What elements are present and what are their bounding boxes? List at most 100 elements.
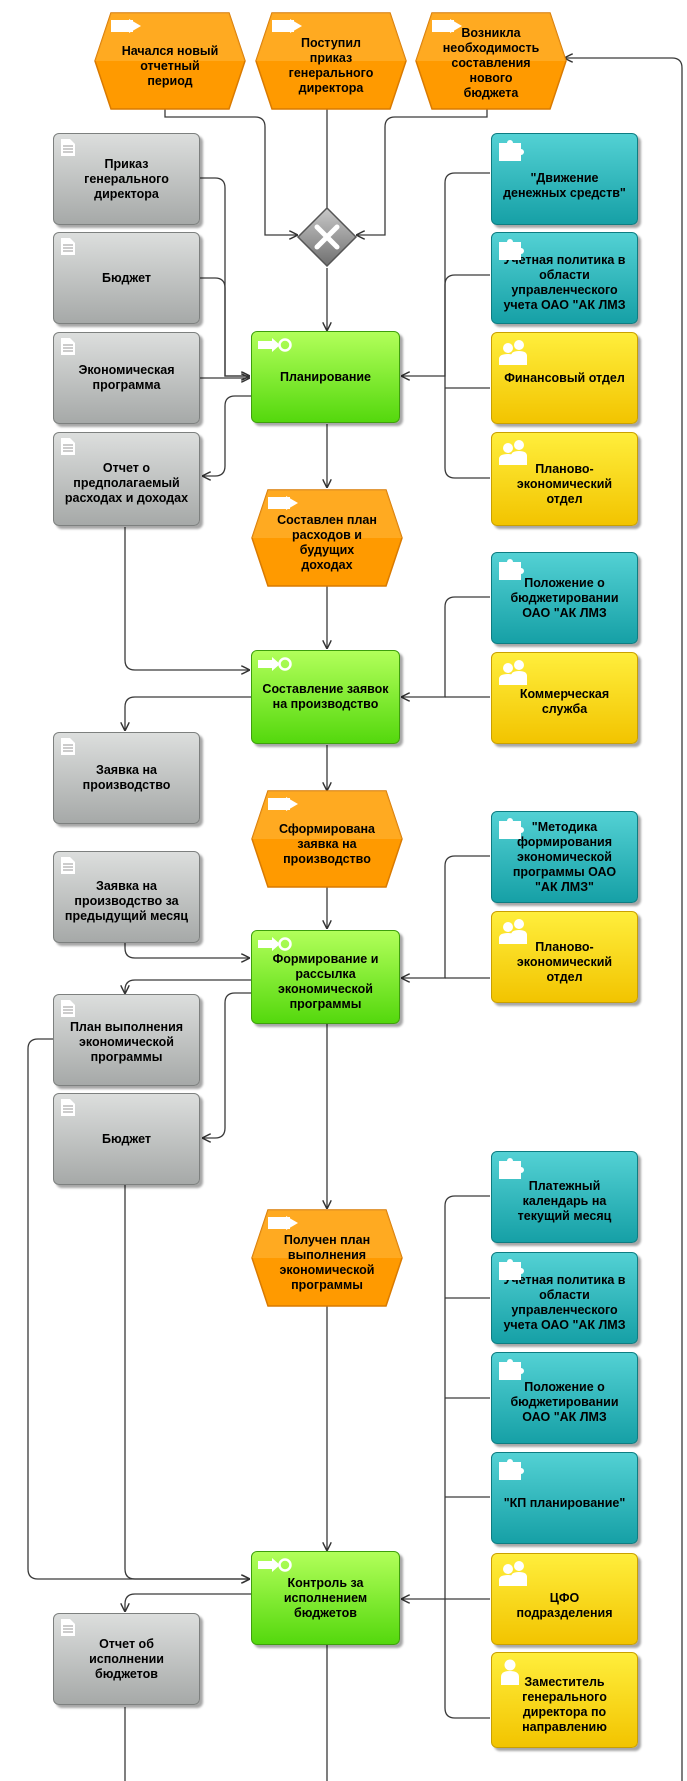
puzzle-icon xyxy=(499,1358,529,1380)
event-plan-received[interactable]: Получен план выполнения экономической пр… xyxy=(251,1209,403,1307)
doc-expense-report[interactable]: Отчет о предполагаемый расходах и дохода… xyxy=(53,432,200,526)
org-deputy-director[interactable]: Заместитель генерального директора по на… xyxy=(491,1652,638,1748)
org-planning-dept-2[interactable]: Планово- экономический отдел xyxy=(491,911,638,1003)
doc-production-request[interactable]: Заявка на производство xyxy=(53,732,200,824)
puzzle-icon xyxy=(499,139,529,161)
info-kp-planning[interactable]: "КП планирование" xyxy=(491,1452,638,1544)
info-budget-regulation-1-label: Положение о бюджетировании ОАО "АК ЛМЗ xyxy=(510,575,619,620)
doc-director-order[interactable]: Приказ генерального директора xyxy=(53,133,200,225)
org-cfo-unit[interactable]: ЦФО подразделения xyxy=(491,1553,638,1645)
doc-budget-2-label: Бюджет xyxy=(101,1131,152,1146)
puzzle-icon xyxy=(499,1258,529,1280)
info-payment-calendar[interactable]: Платежный календарь на текущий месяц xyxy=(491,1151,638,1243)
gear-arrow-icon xyxy=(258,656,292,672)
document-icon xyxy=(61,1099,75,1116)
info-methodology[interactable]: "Методика формирования экономической про… xyxy=(491,811,638,903)
arrow-flag-icon xyxy=(111,19,141,33)
event-new-budget-needed[interactable]: Возникла необходимость составления новог… xyxy=(415,12,567,110)
event-plan-made[interactable]: Составлен план расходов и будущих дохода… xyxy=(251,489,403,587)
people-icon xyxy=(498,1560,528,1586)
xor-gateway[interactable] xyxy=(296,206,358,268)
org-deputy-director-label: Заместитель генерального директора по на… xyxy=(522,1675,607,1734)
puzzle-icon xyxy=(499,1458,529,1480)
puzzle-icon xyxy=(499,1157,529,1179)
org-finance-dept[interactable]: Финансовый отдел xyxy=(491,332,638,424)
doc-production-request-label: Заявка на производство xyxy=(82,763,171,792)
info-methodology-label: "Методика формирования экономической про… xyxy=(512,819,617,894)
org-commercial-service[interactable]: Коммерческая служба xyxy=(491,652,638,744)
doc-expense-report-label: Отчет о предполагаемый расходах и дохода… xyxy=(64,460,189,505)
xor-icon xyxy=(296,206,358,268)
org-planning-dept-1-label: Планово- экономический отдел xyxy=(516,461,613,506)
doc-prev-month-request-label: Заявка на производство за предыдущий мес… xyxy=(64,878,189,923)
doc-econ-program[interactable]: Экономическая программа xyxy=(53,332,200,424)
people-icon xyxy=(498,659,528,685)
event-request-formed[interactable]: Сформирована заявка на производство xyxy=(251,790,403,888)
document-icon xyxy=(61,1619,75,1636)
arrow-flag-icon xyxy=(272,19,302,33)
puzzle-icon xyxy=(499,238,529,260)
gear-arrow-icon xyxy=(258,337,292,353)
doc-execution-report[interactable]: Отчет об исполнении бюджетов xyxy=(53,1613,200,1705)
document-icon xyxy=(61,338,75,355)
function-econ-program[interactable]: Формирование и рассылка экономической пр… xyxy=(251,930,400,1024)
doc-program-plan[interactable]: План выполнения экономической программы xyxy=(53,994,200,1086)
info-accounting-policy-2-label: Учетная политика в области управленческо… xyxy=(503,1273,626,1332)
document-icon xyxy=(61,238,75,255)
event-plan-received-label: Получен план выполнения экономической пр… xyxy=(279,1233,375,1292)
doc-director-order-label: Приказ генерального директора xyxy=(84,156,169,201)
document-icon xyxy=(61,438,75,455)
arrow-flag-icon xyxy=(268,797,298,811)
info-accounting-policy-2[interactable]: Учетная политика в области управленческо… xyxy=(491,1252,638,1344)
info-budget-regulation-2[interactable]: Положение о бюджетировании ОАО "АК ЛМЗ xyxy=(491,1352,638,1444)
org-cfo-unit-label: ЦФО подразделения xyxy=(516,1591,613,1620)
doc-budget-2[interactable]: Бюджет xyxy=(53,1093,200,1185)
function-production-requests[interactable]: Составление заявок на производство xyxy=(251,650,400,744)
puzzle-icon xyxy=(499,817,529,839)
arrow-flag-icon xyxy=(268,1216,298,1230)
event-director-order-label: Поступил приказ генерального директора xyxy=(288,36,374,95)
document-icon xyxy=(61,857,75,874)
arrow-flag-icon xyxy=(432,19,462,33)
document-icon xyxy=(61,1000,75,1017)
document-icon xyxy=(61,139,75,156)
function-planning[interactable]: Планирование xyxy=(251,331,400,423)
event-new-period[interactable]: Начался новый отчетный период xyxy=(94,12,246,110)
function-econ-program-label: Формирование и рассылка экономической пр… xyxy=(272,952,379,1011)
info-cash-flow-label: "Движение денежных средств" xyxy=(503,171,626,200)
people-icon xyxy=(498,918,528,944)
puzzle-icon xyxy=(499,558,529,580)
info-budget-regulation-2-label: Положение о бюджетировании ОАО "АК ЛМЗ xyxy=(510,1379,619,1424)
org-finance-dept-label: Финансовый отдел xyxy=(504,370,625,385)
gear-arrow-icon xyxy=(258,936,292,952)
arrow-flag-icon xyxy=(268,496,298,510)
event-request-formed-label: Сформирована заявка на производство xyxy=(279,821,375,866)
people-icon xyxy=(498,439,528,465)
info-accounting-policy-1[interactable]: Учетная политика в области управленческо… xyxy=(491,232,638,324)
document-icon xyxy=(61,738,75,755)
event-new-budget-needed-label: Возникла необходимость составления новог… xyxy=(442,25,540,100)
info-kp-planning-label: "КП планирование" xyxy=(503,1495,626,1510)
function-budget-control-label: Контроль за исполнением бюджетов xyxy=(283,1575,368,1620)
event-director-order[interactable]: Поступил приказ генерального директора xyxy=(255,12,407,110)
doc-prev-month-request[interactable]: Заявка на производство за предыдущий мес… xyxy=(53,851,200,943)
org-commercial-service-label: Коммерческая служба xyxy=(519,687,610,716)
info-cash-flow[interactable]: "Движение денежных средств" xyxy=(491,133,638,225)
event-new-period-label: Начался новый отчетный период xyxy=(121,43,219,88)
function-production-requests-label: Составление заявок на производство xyxy=(262,682,389,711)
doc-econ-program-label: Экономическая программа xyxy=(78,363,175,392)
doc-budget-1-label: Бюджет xyxy=(101,270,152,285)
function-budget-control[interactable]: Контроль за исполнением бюджетов xyxy=(251,1551,400,1645)
event-plan-made-label: Составлен план расходов и будущих дохода… xyxy=(277,513,377,572)
function-planning-label: Планирование xyxy=(279,369,372,384)
org-planning-dept-2-label: Планово- экономический отдел xyxy=(516,939,613,984)
info-accounting-policy-1-label: Учетная политика в области управленческо… xyxy=(503,253,626,312)
org-planning-dept-1[interactable]: Планово- экономический отдел xyxy=(491,432,638,526)
doc-budget-1[interactable]: Бюджет xyxy=(53,232,200,324)
info-payment-calendar-label: Платежный календарь на текущий месяц xyxy=(517,1178,612,1223)
info-budget-regulation-1[interactable]: Положение о бюджетировании ОАО "АК ЛМЗ xyxy=(491,552,638,644)
doc-program-plan-label: План выполнения экономической программы xyxy=(69,1019,184,1064)
person-icon xyxy=(500,1659,520,1685)
doc-execution-report-label: Отчет об исполнении бюджетов xyxy=(89,1636,164,1681)
